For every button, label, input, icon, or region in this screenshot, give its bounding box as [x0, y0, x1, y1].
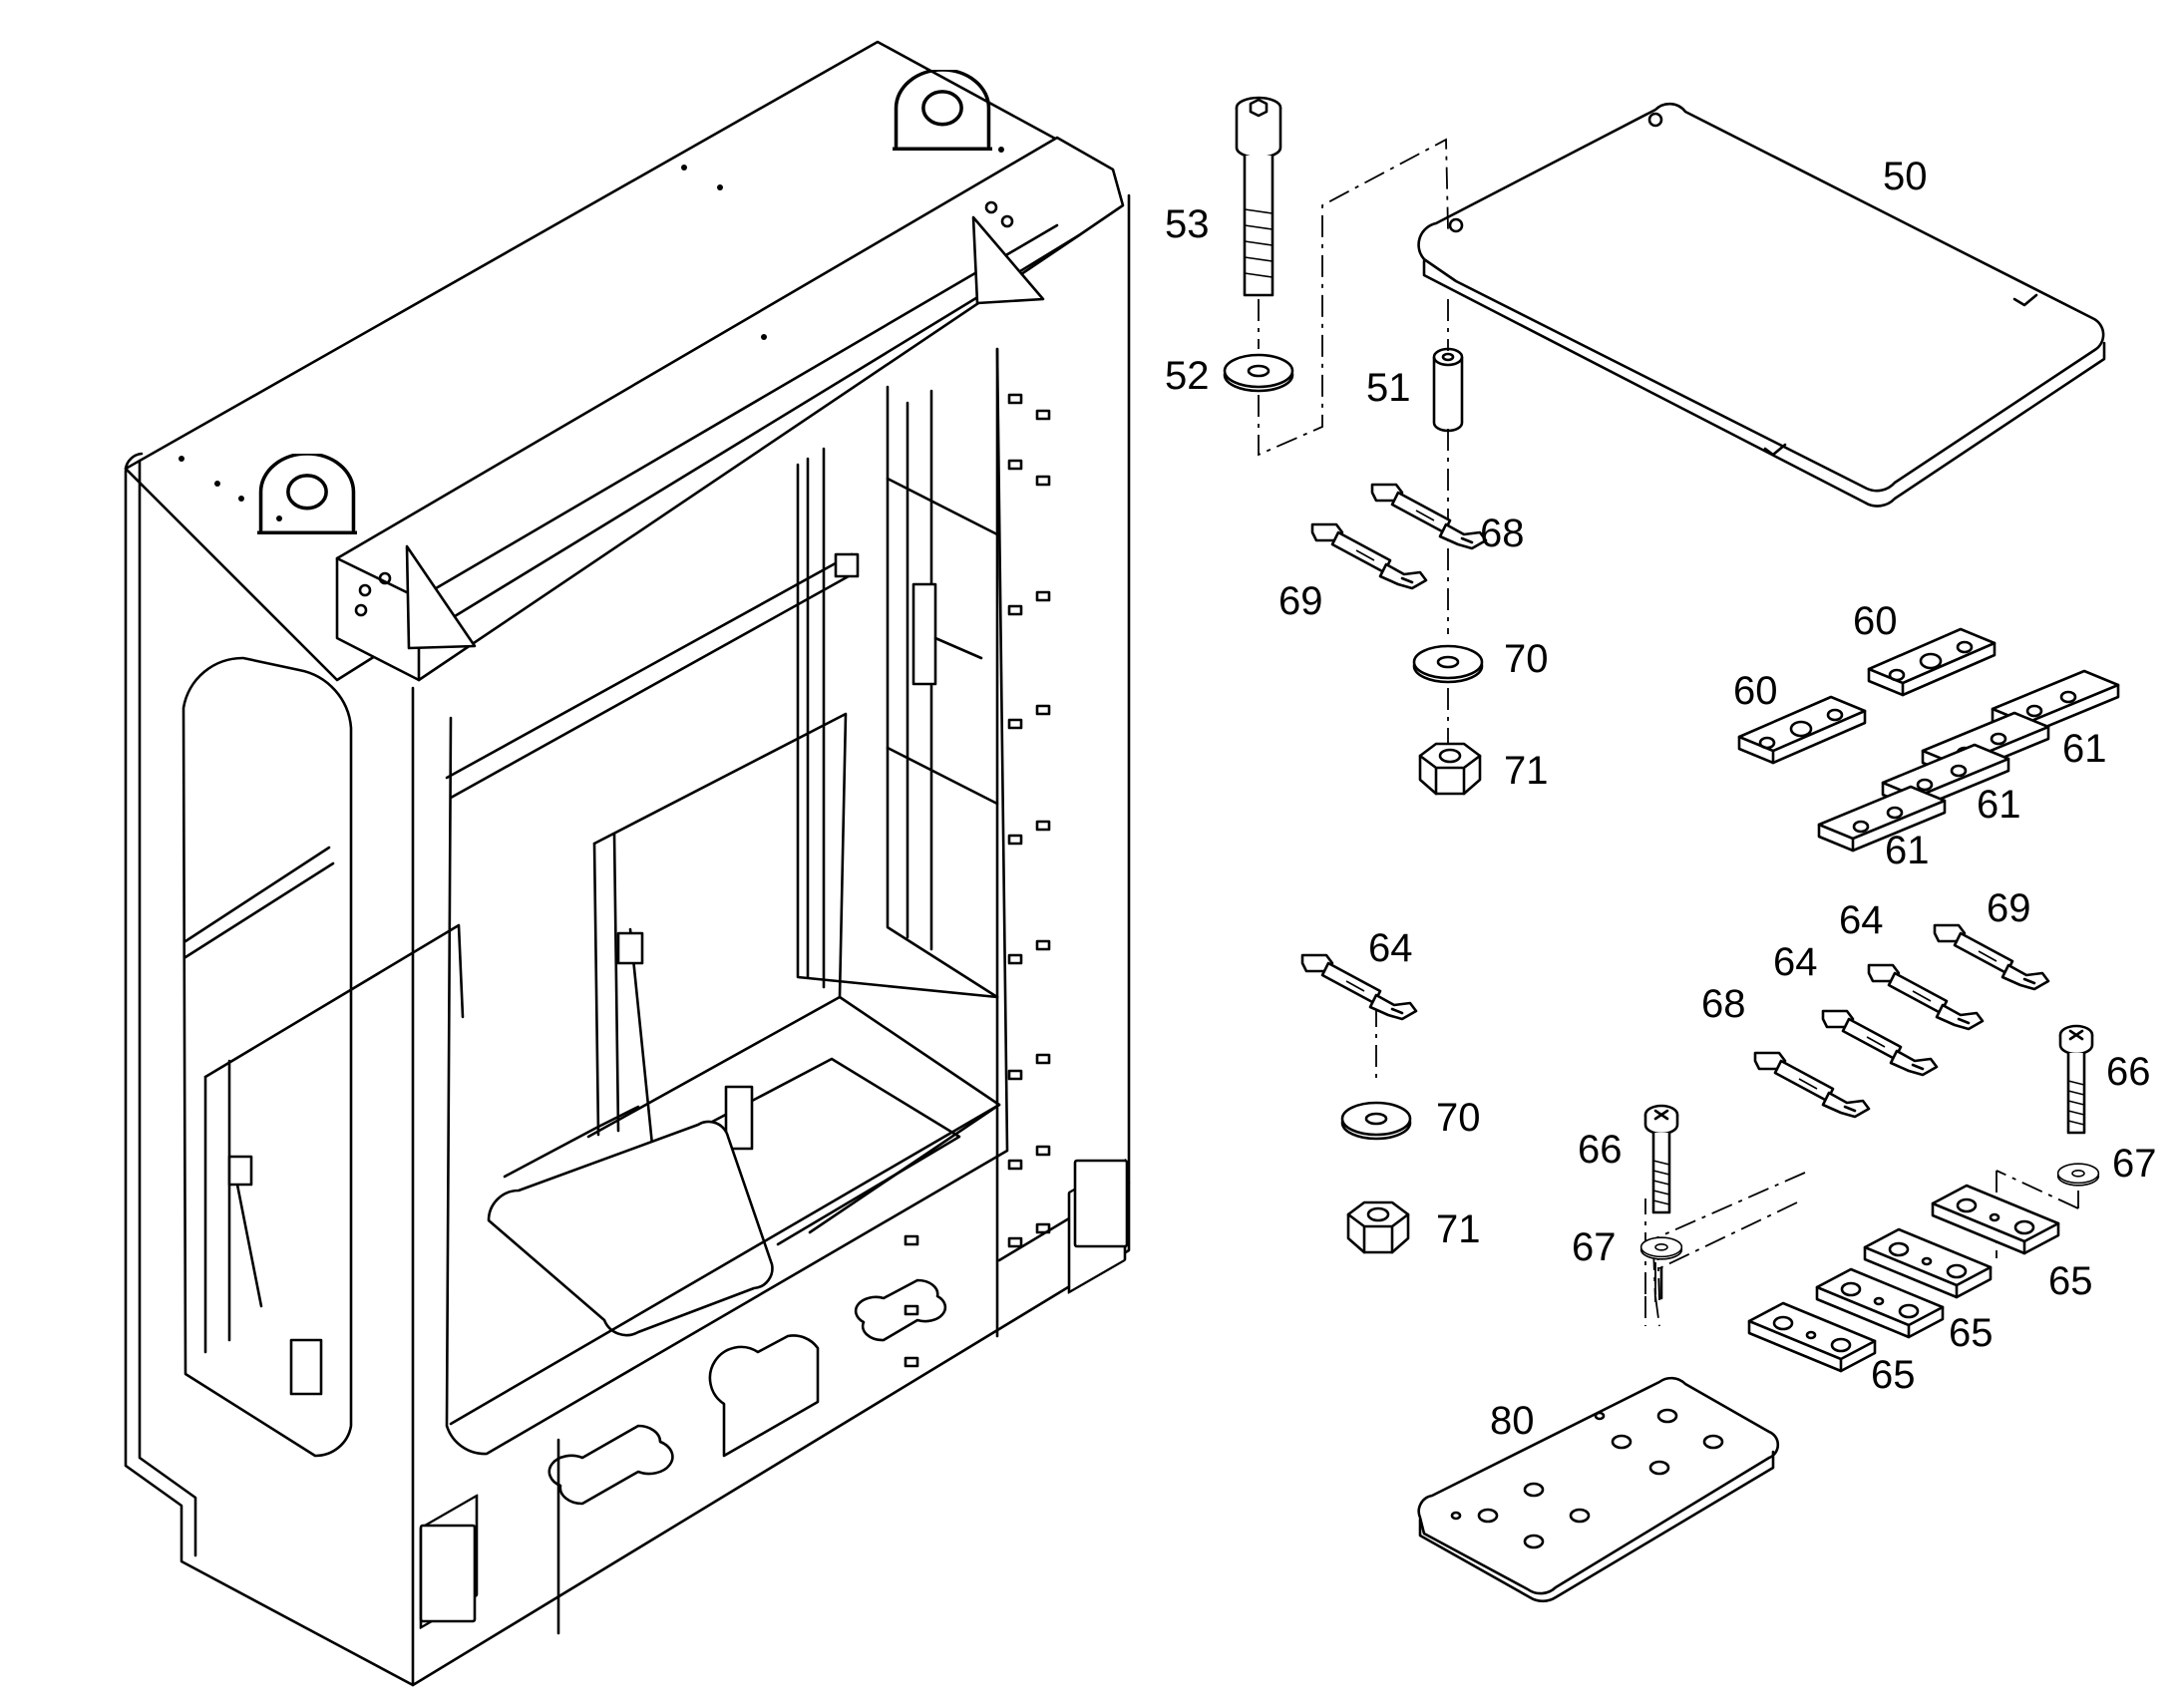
label-53: 53: [1165, 202, 1210, 246]
label-68-b: 68: [1701, 982, 1746, 1026]
washer-70-lower: [1340, 1101, 1412, 1141]
label-60-a: 60: [1853, 599, 1898, 643]
cabinet-frame: [124, 40, 1131, 1687]
label-80: 80: [1490, 1399, 1535, 1443]
label-70-a: 70: [1504, 637, 1549, 681]
assembly-line-a: [1258, 138, 1449, 754]
label-66-b: 66: [1578, 1128, 1623, 1172]
assembly-line-d: [1652, 1201, 1798, 1327]
fuse-64-right-a: [1867, 963, 1985, 1031]
label-69-a: 69: [1278, 579, 1323, 623]
label-61-b: 61: [1977, 783, 2021, 827]
label-67-b: 67: [1572, 1225, 1617, 1269]
washer-67-left: [1639, 1236, 1683, 1260]
fuse-69-right: [1933, 923, 2050, 991]
nut-71-lower: [1346, 1200, 1410, 1254]
exploded-parts: [1223, 96, 2120, 1603]
label-66-a: 66: [2106, 1050, 2151, 1094]
fuse-64-right-b: [1821, 1009, 1939, 1077]
part-labels: 50 51 52 53 60 60 61 61 61 64 64 64 65 6…: [1165, 155, 2157, 1443]
fuse-69-upper: [1310, 522, 1428, 590]
label-64-a: 64: [1368, 926, 1413, 970]
label-50: 50: [1883, 155, 1928, 198]
label-64-c: 64: [1773, 940, 1818, 984]
cover-plate-50: [1417, 102, 2105, 493]
bolt-53: [1235, 96, 1282, 297]
label-60-b: 60: [1733, 669, 1778, 713]
label-61-a: 61: [2062, 727, 2107, 771]
washer-70-upper: [1412, 644, 1484, 684]
label-68-a: 68: [1480, 512, 1525, 555]
label-64-b: 64: [1839, 898, 1884, 942]
screw-66-right: [2058, 1024, 2094, 1135]
label-69-b: 69: [1987, 886, 2031, 930]
block-65-a: [1931, 1184, 2060, 1255]
screw-66-left: [1643, 1104, 1679, 1214]
spacer-51: [1432, 347, 1464, 433]
label-65-c: 65: [1871, 1353, 1916, 1397]
fuse-68-upper: [1370, 483, 1488, 550]
label-51: 51: [1366, 366, 1411, 410]
washer-67-right: [2056, 1163, 2100, 1187]
nut-71-upper: [1418, 742, 1482, 796]
washer-52: [1223, 353, 1294, 393]
pillar-holes: [904, 393, 1051, 1368]
label-70-b: 70: [1436, 1096, 1481, 1140]
label-67-a: 67: [2112, 1142, 2157, 1186]
label-52: 52: [1165, 354, 1210, 398]
label-65-b: 65: [1949, 1311, 1994, 1355]
label-65-a: 65: [2048, 1259, 2093, 1303]
label-71-a: 71: [1504, 749, 1549, 793]
plate-80: [1417, 1376, 1780, 1603]
label-71-b: 71: [1436, 1207, 1481, 1251]
label-61-c: 61: [1885, 829, 1930, 872]
fuse-68-right: [1753, 1051, 1871, 1119]
